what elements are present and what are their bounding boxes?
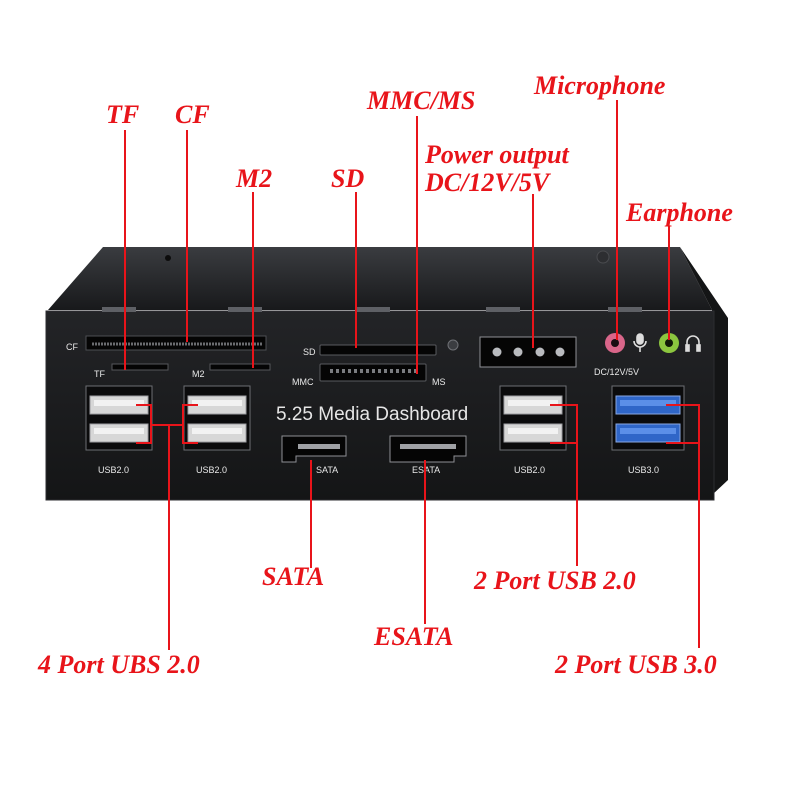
callout-usb2-2port: 2 Port USB 2.0 [474,566,636,595]
callout-tf: TF [106,100,140,129]
notch [228,307,262,312]
callout-cf: CF [175,100,210,129]
power-led [447,339,459,351]
callout-sata: SATA [262,562,325,591]
screw [165,255,171,261]
callout-usb2-4port: 4 Port UBS 2.0 [38,650,200,679]
panel-label-dc: DC/12V/5V [594,367,640,377]
power-pin [492,347,502,357]
leader-sd [355,192,357,348]
chassis-right-side [680,247,728,495]
sd-slot [319,344,437,356]
bracket-usb3-bot [666,442,700,444]
callout-power-output: Power output [425,140,569,169]
callout-esata: ESATA [374,622,454,651]
sata-port [281,435,347,463]
panel-label-usb2-b: USB2.0 [196,465,228,475]
notch [356,307,390,312]
callout-power-dc: DC/12V/5V [425,168,550,197]
callout-m2: M2 [236,164,273,193]
leader-usb2-2port [576,404,578,566]
bracket-usb2-a [150,404,152,444]
panel-label-tf: TF [94,369,105,379]
notch [608,307,642,312]
panel-label-sata: SATA [316,465,339,475]
leader-tf [124,130,126,370]
bracket-usb2-b-bot [182,442,198,444]
leader-usb3-2port [698,404,700,648]
panel-label-usb2-c: USB2.0 [514,465,546,475]
leader-usb2-4port-h [152,424,182,426]
usb3-stack [611,385,685,451]
m2-slot [209,363,271,371]
panel-label-cf: CF [66,342,78,352]
power-pin [555,347,565,357]
power-pin [513,347,523,357]
notch [486,307,520,312]
microphone-icon [633,333,647,352]
leader-microphone [616,100,618,340]
panel-label-m2: M2 [192,369,205,379]
panel-label-sd: SD [303,347,316,357]
leader-usb2-4port [168,424,170,650]
callout-mmc-ms: MMC/MS [367,86,476,115]
panel-label-ms: MS [432,377,446,387]
leader-m2 [252,192,254,368]
bracket-usb2-c-top [550,404,578,406]
panel-label-mmc: MMC [292,377,314,387]
panel-label-usb3: USB3.0 [628,465,660,475]
callout-microphone: Microphone [534,71,666,100]
panel-label-esata: ESATA [412,465,441,475]
leader-esata [424,460,426,624]
power-pin [535,347,545,357]
bracket-usb2-a-top [136,404,152,406]
usb2-stack-b [183,385,251,451]
earphone-jack-hole [665,339,673,347]
callout-usb3-2port: 2 Port USB 3.0 [555,650,717,679]
leader-mmc-ms [416,116,418,374]
callout-sd: SD [331,164,365,193]
bracket-usb2-a-bot [136,442,152,444]
leader-cf [186,130,188,342]
microphone-jack-hole [611,339,619,347]
tf-slot [111,363,169,371]
notch [102,307,136,312]
bracket-usb2-b [182,404,184,444]
bracket-usb2-b-top [182,404,198,406]
leader-sata [310,460,312,568]
panel-label-usb2-a: USB2.0 [98,465,130,475]
usb2-stack-a [85,385,153,451]
bracket-usb2-c-bot [550,442,578,444]
screw [596,250,610,264]
bracket-usb3-top [666,404,700,406]
panel-title: 5.25 Media Dashboard [276,404,469,425]
headphone-icon [685,335,701,352]
chassis-top [48,247,712,310]
leader-earphone [668,226,670,340]
leader-power [532,194,534,348]
callout-earphone: Earphone [626,198,733,227]
esata-port [389,435,467,463]
usb2-stack-c [499,385,567,451]
